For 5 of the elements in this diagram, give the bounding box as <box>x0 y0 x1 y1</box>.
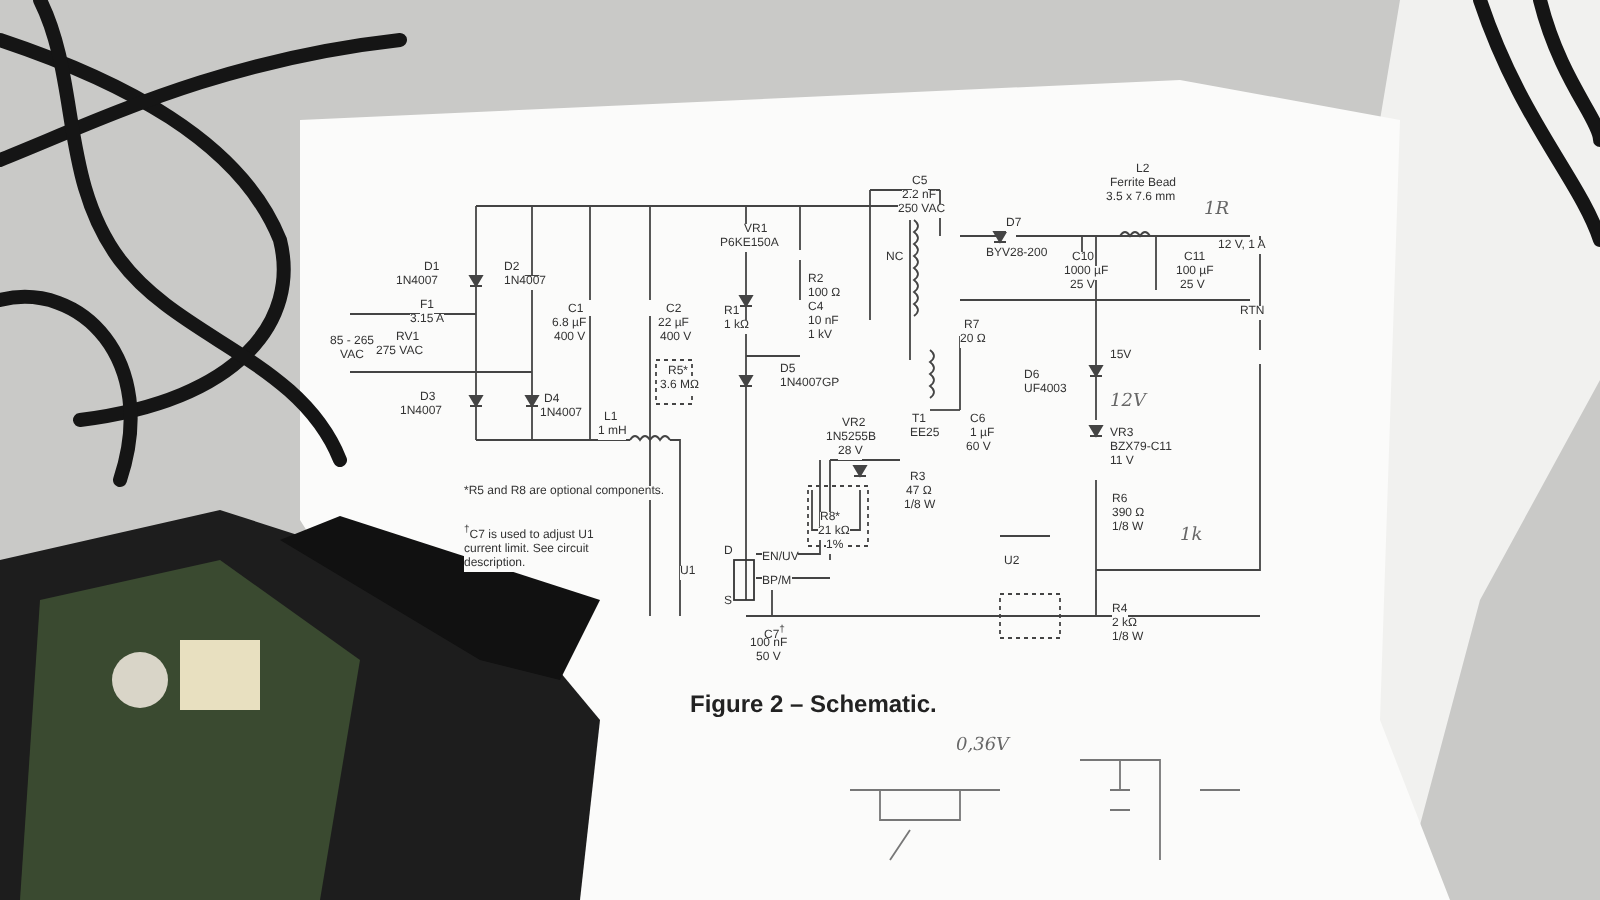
handwritten-note: 1R <box>1204 204 1230 218</box>
handwritten-note: 1k <box>1180 530 1203 544</box>
handwritten-note: 12V <box>1110 396 1146 410</box>
handwritten-note: 0,36V <box>956 740 1010 754</box>
figure-caption: Figure 2 – Schematic. <box>690 690 937 718</box>
